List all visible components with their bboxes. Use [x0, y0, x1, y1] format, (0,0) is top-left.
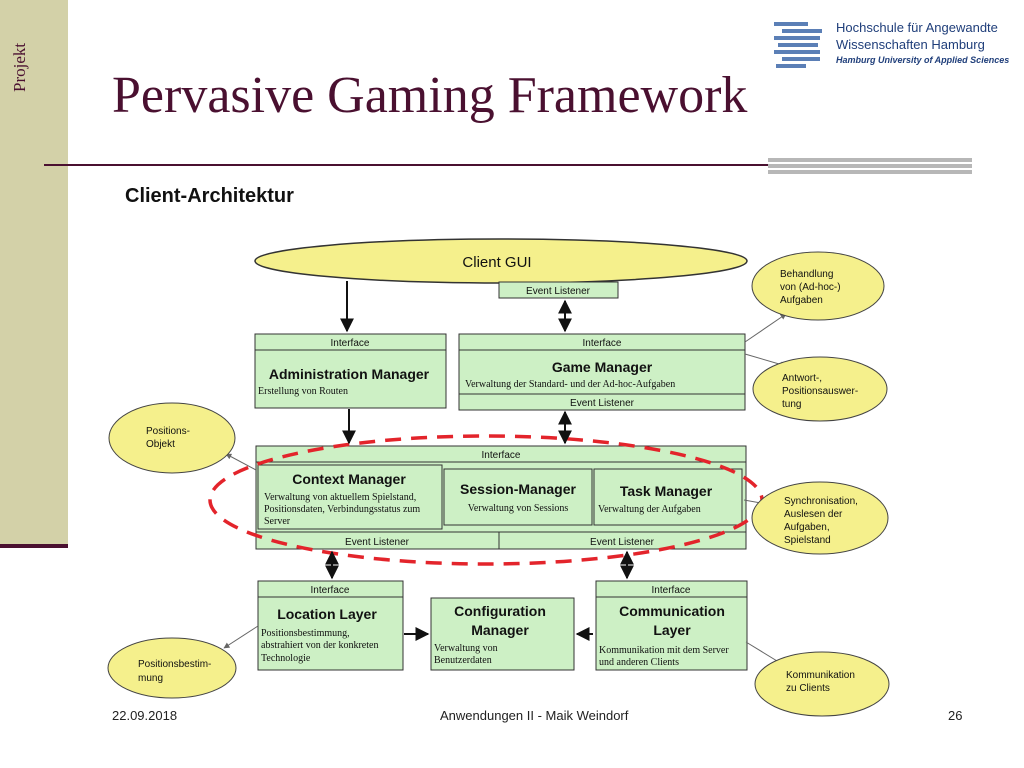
context-manager-desc-3: Server — [264, 516, 291, 527]
configuration-manager-box — [430, 597, 575, 671]
configuration-manager-title-1: Configuration — [454, 603, 546, 619]
context-interface-label: Interface — [482, 450, 521, 461]
session-manager-title: Session-Manager — [460, 481, 576, 497]
note-kommunikation-line-2: zu Clients — [786, 683, 830, 694]
diagram-heading: Client-Architektur — [125, 185, 294, 207]
note-positionsobjekt — [108, 402, 236, 474]
game-manager-title: Game Manager — [552, 359, 653, 375]
arrow-location-to-positionsbestimmung — [223, 625, 259, 649]
note-behandlung-line-3: Aufgaben — [780, 295, 823, 306]
note-kommunikation-line-1: Kommunikation — [786, 670, 855, 681]
footer-page-number: 26 — [948, 708, 963, 723]
sidebar-accent-line — [0, 544, 68, 548]
context-event-listener-left-label: Event Listener — [345, 537, 410, 548]
logo-line-3: Hamburg University of Applied Sciences — [836, 55, 1010, 65]
logo-line-2: Wissenschaften Hamburg — [836, 37, 985, 52]
sidebar-band: Projekt — [0, 0, 68, 548]
note-antwort — [752, 356, 888, 422]
arrow-context-to-positionsobjekt — [225, 453, 257, 471]
note-positionsobjekt-line-2: Objekt — [146, 439, 175, 450]
title-rule-bars — [768, 158, 972, 180]
footer-date: 22.09.2018 — [112, 708, 178, 723]
note-positionsbestimmung-line-2: mung — [138, 673, 163, 684]
note-antwort-line-3: tung — [782, 399, 801, 410]
note-positionsbestimmung-line-1: Positionsbestim- — [138, 659, 211, 670]
game-interface-label: Interface — [583, 338, 622, 349]
context-event-listener-right-label: Event Listener — [590, 537, 655, 548]
slide-title: Pervasive Gaming Framework — [112, 67, 748, 124]
task-manager-box — [593, 468, 743, 526]
context-manager-title: Context Manager — [292, 471, 406, 487]
note-antwort-line-1: Antwort-, — [782, 373, 822, 384]
admin-manager-desc: Erstellung von Routen — [258, 386, 348, 397]
arrow-game-to-behandlung — [744, 313, 787, 343]
game-event-listener-label: Event Listener — [570, 398, 635, 409]
client-gui-label: Client GUI — [462, 254, 531, 271]
admin-manager-box — [254, 349, 447, 409]
note-positionsobjekt-line-1: Positions- — [146, 426, 190, 437]
note-synchronisation-line-2: Auslesen der — [784, 509, 843, 520]
game-manager-box — [458, 349, 746, 395]
location-layer-desc-3: Technologie — [261, 653, 311, 664]
communication-layer-desc-1: Kommunikation mit dem Server — [599, 645, 729, 656]
note-antwort-line-2: Positionsauswer- — [782, 386, 858, 397]
communication-layer-title-2: Layer — [653, 622, 691, 638]
context-manager-box — [257, 464, 443, 530]
footer-title: Anwendungen II - Maik Weindorf — [440, 708, 629, 723]
session-manager-box — [443, 468, 593, 526]
session-manager-desc: Verwaltung von Sessions — [468, 503, 569, 514]
title-rule — [44, 164, 768, 166]
context-event-listener-right — [498, 531, 747, 550]
game-manager-desc: Verwaltung der Standard- und der Ad-hoc-… — [465, 379, 675, 390]
location-layer-desc-1: Positionsbestimmung, — [261, 628, 350, 639]
note-synchronisation — [751, 481, 889, 555]
note-behandlung-line-1: Behandlung — [780, 269, 833, 280]
location-interface-label: Interface — [311, 585, 350, 596]
gui-event-listener-box — [498, 281, 619, 299]
gui-event-listener-label: Event Listener — [526, 286, 591, 297]
context-manager-desc-1: Verwaltung von aktuellem Spielstand, — [264, 492, 416, 503]
note-kommunikation — [754, 651, 890, 717]
note-behandlung-line-2: von (Ad-hoc-) — [780, 282, 841, 293]
task-manager-desc: Verwaltung der Aufgaben — [598, 504, 701, 515]
task-manager-title: Task Manager — [620, 483, 713, 499]
game-event-listener-box — [458, 393, 746, 411]
configuration-manager-desc-1: Verwaltung von — [434, 643, 498, 654]
admin-manager-title: Administration Manager — [269, 366, 430, 382]
location-layer-box — [257, 596, 404, 671]
configuration-manager-title-2: Manager — [471, 622, 529, 638]
context-manager-desc-2: Positionsdaten, Verbindungsstatus zum — [264, 504, 420, 515]
note-behandlung — [751, 251, 885, 321]
location-layer-desc-2: abstrahiert von der konkreten — [261, 640, 378, 651]
logo-line-1: Hochschule für Angewandte — [836, 20, 998, 35]
university-logo: Hochschule für Angewandte Wissenschaften… — [774, 20, 1019, 72]
note-positionsbestimmung — [107, 637, 237, 699]
communication-layer-box — [595, 596, 748, 671]
note-synchronisation-line-3: Aufgaben, — [784, 522, 830, 533]
communication-layer-title-1: Communication — [619, 603, 725, 619]
note-synchronisation-line-1: Synchronisation, — [784, 496, 858, 507]
note-synchronisation-line-4: Spielstand — [784, 535, 831, 546]
communication-layer-desc-2: und anderen Clients — [599, 657, 679, 668]
configuration-manager-desc-2: Benutzerdaten — [434, 655, 492, 666]
admin-interface-label: Interface — [331, 338, 370, 349]
location-layer-title: Location Layer — [277, 606, 377, 622]
communication-interface-label: Interface — [652, 585, 691, 596]
logo-mark-icon — [774, 22, 822, 68]
